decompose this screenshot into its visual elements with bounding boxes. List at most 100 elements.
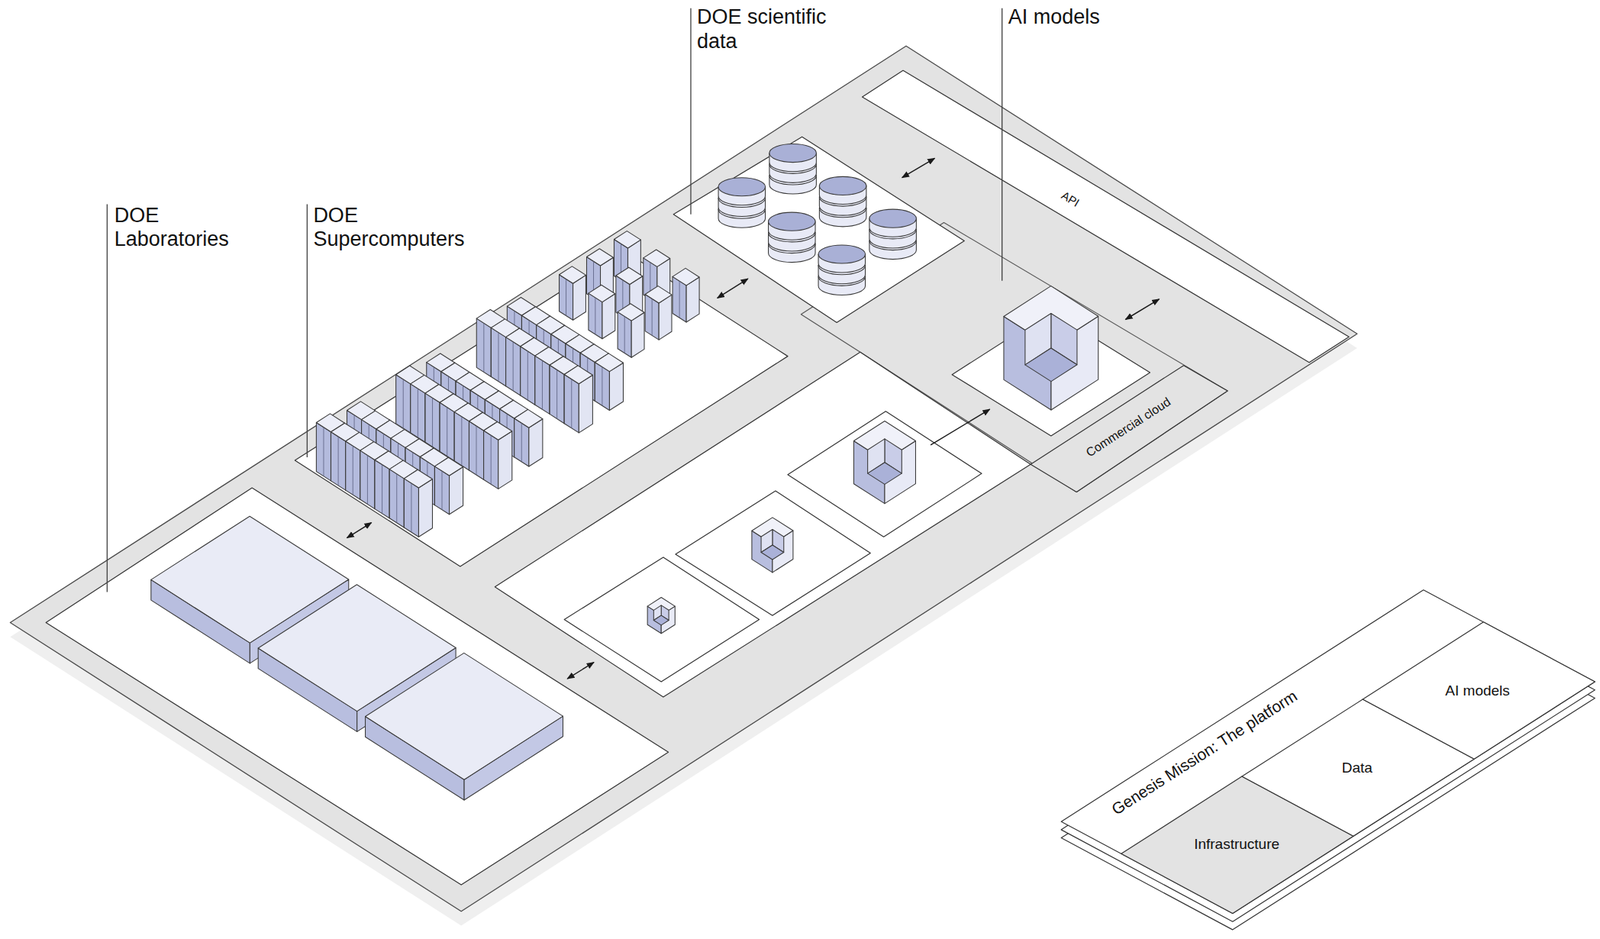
rack-line <box>570 379 572 429</box>
iso-face <box>403 469 433 488</box>
rack-line <box>396 474 397 523</box>
node-text: Commercial cloud <box>1083 394 1174 461</box>
rack-line <box>601 367 603 407</box>
iso-face <box>483 421 513 440</box>
rack-line <box>322 427 324 477</box>
iso-face <box>613 231 641 249</box>
iso-face <box>345 441 361 500</box>
iso-face <box>617 303 645 321</box>
rack-line <box>403 379 404 429</box>
rack-line <box>461 416 462 466</box>
exchange-arrow <box>346 522 371 539</box>
iso-face <box>643 249 671 267</box>
iso-face <box>374 459 390 518</box>
panel-label: Commercial cloud <box>1079 390 1178 465</box>
iso-face <box>476 318 491 377</box>
leader-line <box>306 203 308 458</box>
iso-face <box>468 421 484 480</box>
layer-panel: AI models <box>1441 680 1513 703</box>
iso-face <box>549 364 565 423</box>
iso-face <box>564 374 579 433</box>
iso-face <box>588 284 616 302</box>
rack-line <box>594 297 596 335</box>
iso-face <box>653 615 669 626</box>
disk-top <box>818 245 865 264</box>
iso-face <box>520 346 536 405</box>
rack-line <box>367 454 368 504</box>
rack-line <box>476 425 478 475</box>
rack-line <box>541 360 543 410</box>
iso-face <box>498 431 513 490</box>
leader-line <box>1001 8 1003 281</box>
iso-face <box>396 374 411 433</box>
illustration <box>9 8 1595 930</box>
rack-line <box>441 470 443 510</box>
iso-face <box>490 327 506 386</box>
rack-line <box>490 435 492 484</box>
api-panel <box>862 70 1350 362</box>
disk-top <box>769 144 817 163</box>
iso-face <box>403 478 419 537</box>
iso-face <box>645 286 672 304</box>
iso-face <box>535 355 550 414</box>
disk-top <box>819 176 866 195</box>
leader-line <box>690 8 691 215</box>
rack-line <box>432 397 433 447</box>
callout-label: AI models <box>1008 5 1100 30</box>
iso-face <box>425 393 440 452</box>
iso-face <box>761 545 784 560</box>
promote-arrow <box>930 409 991 446</box>
stack-sheet <box>1061 597 1595 922</box>
iso-face <box>389 469 404 528</box>
iso-face <box>331 432 346 491</box>
node-text: Data <box>1341 759 1373 778</box>
rack-line <box>338 436 339 486</box>
iso-face <box>418 479 433 538</box>
exchange-arrow <box>567 662 594 679</box>
layer-panel: Infrastructure <box>1190 833 1284 856</box>
iso-face <box>586 248 613 266</box>
disk-top <box>768 212 816 231</box>
node-text: AI models <box>1445 682 1510 700</box>
iso-face <box>594 353 623 372</box>
iso-face <box>365 652 564 780</box>
iso-face <box>514 409 543 428</box>
callout-label: DOE scientific data <box>696 5 846 54</box>
rack-line <box>556 369 558 419</box>
rack-line <box>381 464 383 514</box>
iso-face <box>1025 348 1078 382</box>
callout-label: DOE Supercomputers <box>312 203 485 252</box>
iso-face <box>559 266 587 284</box>
iso-face <box>564 365 593 384</box>
card-title: Genesis Mission: The platform <box>1107 685 1300 819</box>
iso-face <box>434 457 463 476</box>
iso-face <box>616 267 643 284</box>
stack-card <box>1061 590 1595 914</box>
iso-face <box>454 412 469 471</box>
layer-panel: Data <box>1338 757 1377 780</box>
rack-line <box>512 341 514 391</box>
rack-line <box>527 351 529 400</box>
data-region <box>673 136 965 323</box>
rack-line <box>483 322 484 372</box>
ai-platform <box>951 311 1150 436</box>
rack-line <box>651 298 653 336</box>
rack-line <box>417 388 419 438</box>
iso-face <box>506 337 521 396</box>
iso-face <box>578 374 593 433</box>
layer-panel <box>1362 622 1595 759</box>
disk-top <box>869 209 917 228</box>
node-text: Infrastructure <box>1193 835 1280 854</box>
rack-line <box>410 483 412 533</box>
legend-card: Genesis Mission: The platformInfrastruct… <box>1061 590 1597 919</box>
model-platform <box>787 411 982 537</box>
iso-face <box>483 430 499 489</box>
leader-line <box>106 203 108 592</box>
rack-line <box>352 445 354 495</box>
panel-label: API <box>1054 184 1087 214</box>
exchange-arrow <box>1125 299 1159 320</box>
rack-line <box>446 406 448 456</box>
exchange-arrow <box>717 278 749 298</box>
exchange-arrow <box>902 158 936 178</box>
platform-plate <box>9 45 1357 912</box>
